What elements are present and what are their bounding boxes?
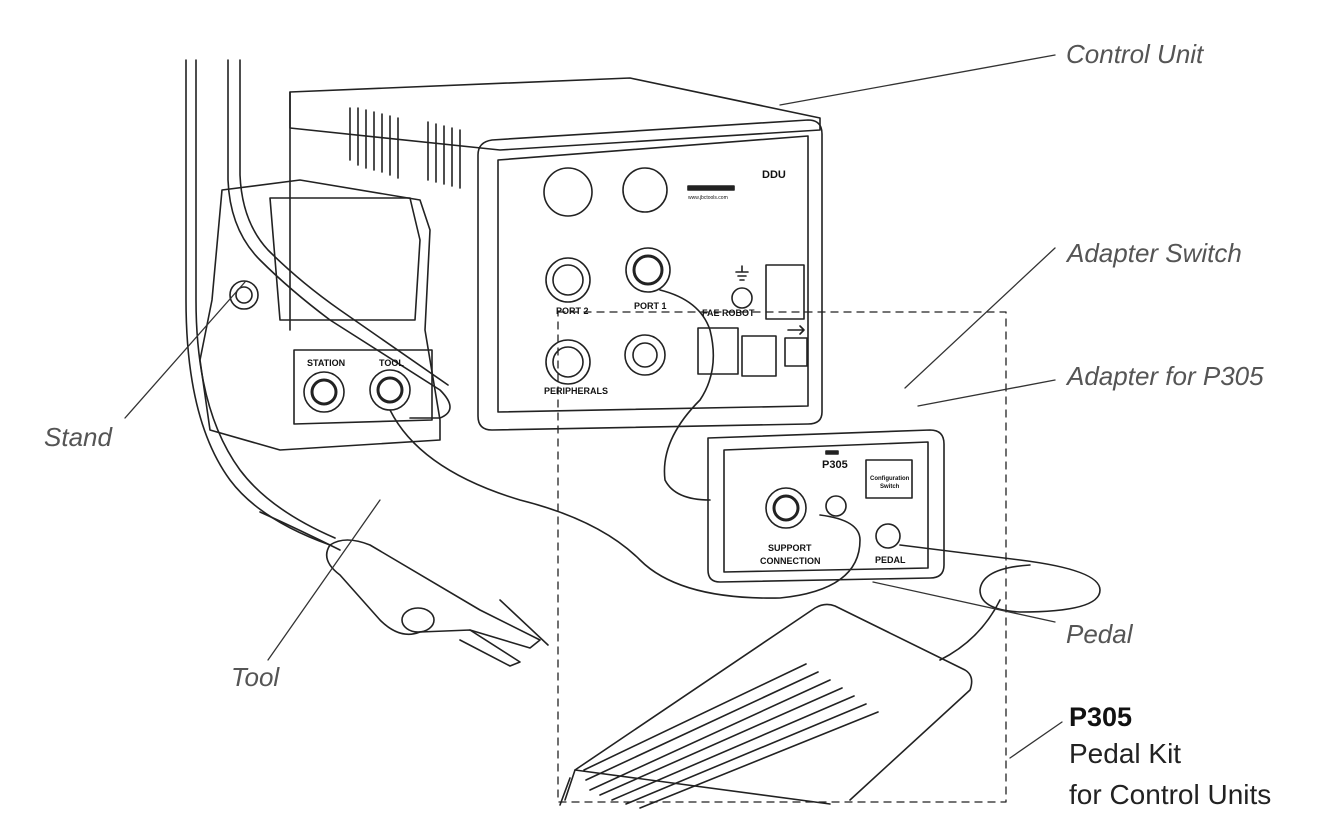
station-connector[interactable] <box>303 371 345 413</box>
station-label: STATION <box>307 358 345 368</box>
label-adapter-p305: Adapter for P305 <box>1065 361 1264 391</box>
adapter-model-label: P305 <box>822 459 848 471</box>
config-switch-label-2: Switch <box>880 484 900 490</box>
p305-adapter <box>707 429 945 583</box>
power-switch[interactable] <box>765 264 805 320</box>
tool-connector[interactable] <box>369 369 411 411</box>
label-stand: Stand <box>44 422 113 452</box>
kit-line-2: for Control Units <box>1069 779 1271 810</box>
configuration-switch[interactable] <box>865 459 913 499</box>
kit-boundary <box>557 311 1007 803</box>
kit-line-1: Pedal Kit <box>1069 738 1181 769</box>
config-switch-label-1: Configuration <box>870 476 910 482</box>
stand-cables <box>185 59 451 546</box>
fae-robot-port[interactable] <box>697 327 739 375</box>
control-unit <box>289 77 823 431</box>
pedal-port-label: PEDAL <box>875 555 906 565</box>
port1-connector[interactable] <box>625 247 671 293</box>
ground-icon <box>735 265 749 281</box>
port2-label: PORT 2 <box>556 306 589 316</box>
tweezer-tool <box>259 511 549 667</box>
foot-pedal[interactable] <box>559 603 973 809</box>
peripherals-connector[interactable] <box>545 339 591 385</box>
label-pedal: Pedal <box>1066 619 1134 649</box>
usb-icon <box>787 325 805 335</box>
ddu-label: DDU <box>762 169 786 181</box>
label-tool: Tool <box>231 662 280 692</box>
stand <box>199 179 441 451</box>
fae-robot-label-text: FAE ROBOT <box>702 308 755 318</box>
kit-title: P305 <box>1069 702 1132 732</box>
leader-lines <box>124 54 1063 759</box>
port2-connector[interactable] <box>545 257 591 303</box>
pedal-connector[interactable] <box>875 523 901 549</box>
usb-port[interactable] <box>784 337 808 367</box>
support-label-1: SUPPORT <box>768 543 812 553</box>
fae-robot-label: FAE ROBOT <box>702 308 755 318</box>
support-label-2: CONNECTION <box>760 556 821 566</box>
pedal-grooves <box>583 663 879 809</box>
tool-port-label: TOOL <box>379 358 404 368</box>
port1-label: PORT 1 <box>634 301 667 311</box>
peripherals-label: PERIPHERALS <box>544 386 608 396</box>
label-adapter-switch: Adapter Switch <box>1065 238 1242 268</box>
label-control-unit: Control Unit <box>1066 39 1205 69</box>
cables <box>389 289 1101 661</box>
stand-knob[interactable] <box>229 280 259 310</box>
support-connection-connector[interactable] <box>765 487 807 529</box>
vents <box>349 107 461 189</box>
brand-url: www.jbctools.com <box>688 195 728 201</box>
